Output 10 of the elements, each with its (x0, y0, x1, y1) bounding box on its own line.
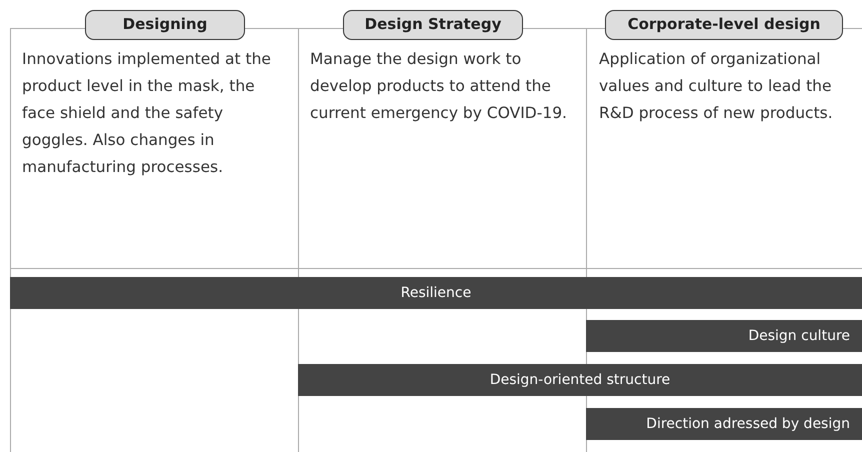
category-bar: Direction adressed by design (586, 408, 862, 440)
description-text: Manage the design work to develop products to attend the current emergency by COVID-19. (310, 49, 568, 124)
category-bar: Design-oriented structure (298, 364, 862, 396)
description-text: Innovations implemented at the product level in the mask, the face shield and the safety goggles. Also changes in manufacturing processes. (22, 49, 272, 178)
column-heading: Corporate-level design (605, 10, 843, 40)
category-bar: Design culture (586, 320, 862, 352)
category-bar: Resilience (10, 277, 862, 309)
column-heading: Designing (85, 10, 245, 40)
column-heading: Design Strategy (343, 10, 523, 40)
description-text: Application of organizational values and culture to lead the R&D process of new products. (599, 49, 834, 124)
